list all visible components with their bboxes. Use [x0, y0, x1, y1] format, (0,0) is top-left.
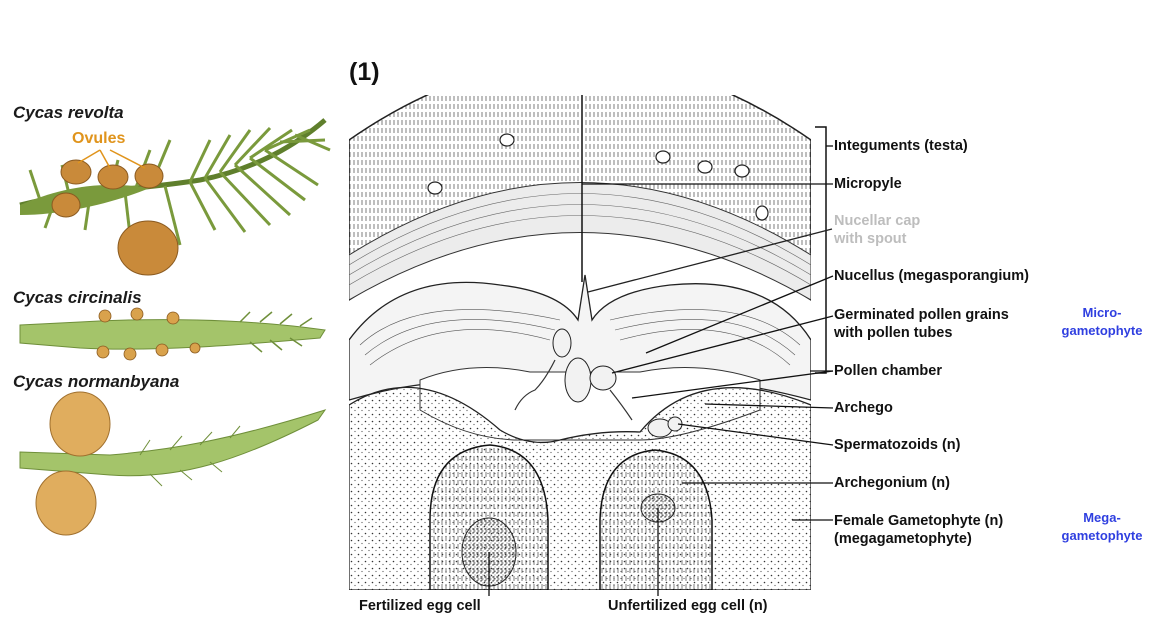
cycas-circinalis-leaf	[19, 307, 326, 361]
label-female-gametophyte-line2: (megagametophyte)	[834, 531, 972, 547]
ovules-label: Ovules	[72, 130, 126, 147]
label-pollen-chamber: Pollen chamber	[834, 363, 942, 379]
label-germinated-line2: with pollen tubes	[834, 325, 953, 341]
micro-label-line1: Micro-	[1082, 305, 1122, 320]
female-gametophyte	[349, 386, 811, 590]
label-nucellar-cap-line2: with spout	[834, 231, 907, 247]
pollen-chamber	[419, 367, 761, 441]
cycas-normanbyana-leaf	[19, 409, 327, 487]
label-female-gametophyte-line1: Female Gametophyte (n)	[834, 513, 1004, 529]
species-label-normanbyana: Cycas normanbyana	[13, 372, 180, 391]
micro-gametophyte-label: Micro- gametophyte	[1052, 304, 1152, 340]
pollen-grains	[552, 328, 683, 438]
panel-number: (1)	[349, 58, 380, 86]
ovules-pointer-lines	[77, 149, 146, 169]
integument-layer	[349, 95, 811, 301]
nucellus	[349, 274, 811, 401]
label-unfertilized-egg: Unfertilized egg cell (n)	[608, 598, 768, 614]
inner-integument-band	[349, 182, 811, 301]
resin-canals	[427, 133, 769, 221]
archegonium-right	[599, 449, 713, 590]
archegonium-left	[429, 444, 549, 590]
label-fertilized-egg: Fertilized egg cell	[359, 598, 481, 614]
mega-label-line1: Mega-	[1083, 510, 1121, 525]
label-integuments: Integuments (testa)	[834, 138, 968, 154]
species-label-circinalis: Cycas circinalis	[13, 288, 142, 307]
cycas-revolta-leaf	[19, 118, 331, 246]
label-nucellus: Nucellus (megasporangium)	[834, 268, 1029, 284]
integuments-bracket	[815, 126, 827, 374]
species-label-revolta: Cycas revolta	[13, 103, 124, 122]
cycas-normanbyana-ovules	[35, 391, 111, 536]
cycas-revolta-ovules	[51, 159, 179, 276]
fertilized-egg-nucleus	[461, 517, 517, 587]
label-nucellar-cap-line1: Nucellar cap	[834, 213, 921, 229]
label-archego: Archego	[834, 400, 893, 416]
label-micropyle: Micropyle	[834, 176, 902, 192]
pollen-tubes	[514, 359, 633, 421]
micro-label-line2: gametophyte	[1061, 323, 1143, 338]
label-spermatozoids: Spermatozoids (n)	[834, 437, 961, 453]
label-germinated-line1: Germinated pollen grains	[834, 307, 1009, 323]
mega-label-line2: gametophyte	[1061, 528, 1143, 543]
leader-lines	[488, 145, 834, 596]
cycas-circinalis-ovules	[96, 307, 201, 361]
label-archegonium: Archegonium (n)	[834, 475, 950, 491]
unfertilized-egg-nucleus	[640, 493, 676, 523]
mega-gametophyte-label: Mega- gametophyte	[1052, 509, 1152, 545]
species-illustrations	[19, 118, 331, 536]
